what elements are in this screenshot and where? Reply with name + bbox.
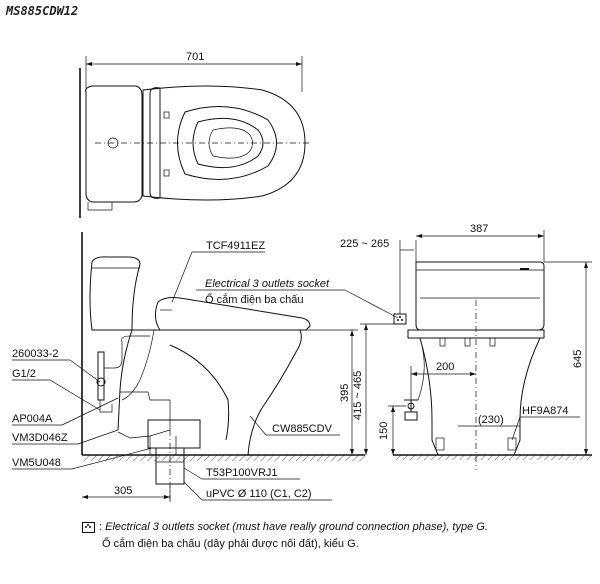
bowl-rim-top bbox=[177, 106, 277, 180]
bowl-body-side bbox=[132, 329, 302, 456]
front-view: 225 ~ 265 387 645 415 ~ 465 200 150 (230… bbox=[340, 223, 592, 470]
label-socket-en: Electrical 3 outlets socket bbox=[205, 278, 330, 290]
socket-icon bbox=[82, 521, 95, 533]
tank-top bbox=[85, 85, 143, 203]
footnote-marker: : bbox=[99, 521, 103, 533]
label-hf: HF9A874 bbox=[522, 405, 568, 417]
label-ap: AP004A bbox=[12, 413, 53, 425]
dim-back-distance: 305 bbox=[114, 485, 132, 497]
label-seat: TCF4911EZ bbox=[206, 240, 265, 252]
dim-side-height: 645 bbox=[572, 350, 584, 368]
label-bowl: CW885CDV bbox=[272, 423, 333, 435]
footnote-vi-text: Ổ cắm điện ba chấu (dây phải được nối đấ… bbox=[102, 538, 359, 550]
pedestal-front bbox=[419, 337, 541, 456]
seat-front bbox=[407, 329, 545, 339]
footnote-line-vi: Ổ cắm điện ba chấu (dây phải được nối đấ… bbox=[82, 536, 582, 553]
label-flange: T53P100VRJ1 bbox=[206, 467, 278, 479]
dim-pipe-center: (230) bbox=[478, 414, 504, 426]
socket-icon bbox=[393, 313, 407, 325]
tank-front bbox=[415, 261, 545, 331]
trap-box bbox=[147, 419, 201, 449]
top-view: 701 bbox=[79, 51, 312, 218]
dim-inlet-height: 150 bbox=[378, 422, 390, 440]
label-thread: G1/2 bbox=[12, 368, 36, 380]
side-section-view: 395 305 TCF4911EZ Electrical 3 outlets s… bbox=[12, 232, 399, 502]
label-socket-vi: Ổ cắm điện ba chấu bbox=[205, 293, 303, 306]
supply-valve bbox=[97, 351, 105, 401]
dim-socket-range: 225 ~ 265 bbox=[340, 238, 389, 250]
dim-socket-height: 415 ~ 465 bbox=[352, 371, 364, 420]
label-vm5: VM5U048 bbox=[12, 457, 61, 469]
label-vm3: VM3D046Z bbox=[12, 432, 68, 444]
model-title: MS885CDW12 bbox=[5, 4, 78, 18]
dim-side-width: 387 bbox=[470, 223, 488, 235]
footnote: : Electrical 3 outlets socket (must have… bbox=[82, 519, 582, 553]
label-pipe: uPVC Ø 110 (C1, C2) bbox=[206, 488, 312, 500]
footnote-en-text: Electrical 3 outlets socket (must have r… bbox=[105, 521, 488, 533]
dim-top-width: 701 bbox=[186, 51, 204, 63]
tank-side bbox=[89, 256, 141, 331]
dim-inlet-offset: 200 bbox=[436, 361, 454, 373]
dim-outlet-height: 395 bbox=[339, 384, 351, 402]
label-fitting: 260033-2 bbox=[12, 348, 59, 360]
footnote-line-en: : Electrical 3 outlets socket (must have… bbox=[82, 519, 582, 536]
seat-side bbox=[154, 297, 311, 331]
